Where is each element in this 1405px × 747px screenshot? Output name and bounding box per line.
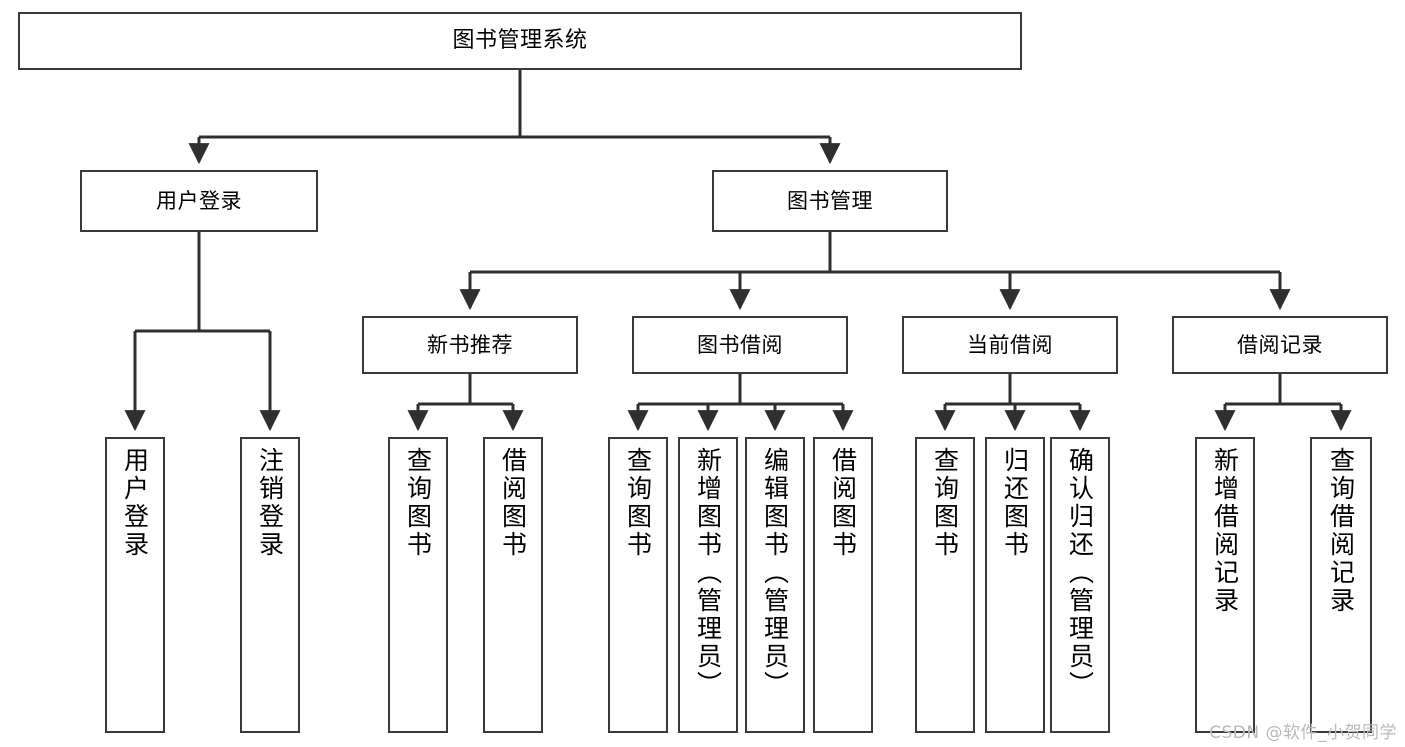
- node-leaf-user-login-label: 用户登录: [120, 447, 150, 559]
- node-leaf-cur-query[interactable]: 查询图书: [915, 437, 975, 733]
- node-leaf-borrow-query-label: 查询图书: [623, 447, 653, 559]
- node-book-manage-label: 图书管理: [787, 188, 873, 213]
- node-leaf-user-logout-label: 注销登录: [255, 447, 285, 559]
- node-book-manage[interactable]: 图书管理: [712, 170, 948, 232]
- node-leaf-rec-add[interactable]: 新增借阅记录: [1195, 437, 1255, 733]
- node-borrow-record[interactable]: 借阅记录: [1172, 316, 1388, 374]
- node-leaf-borrow-add[interactable]: 新增图书（管理员）: [678, 437, 738, 733]
- node-leaf-borrow-lend-label: 借阅图书: [828, 447, 858, 559]
- node-current-borrow-label: 当前借阅: [967, 332, 1053, 357]
- node-leaf-rec-borrow-label: 借阅图书: [498, 447, 528, 559]
- node-leaf-user-logout[interactable]: 注销登录: [240, 437, 300, 733]
- csdn-watermark: CSDN @软件_小贺同学: [1209, 723, 1397, 743]
- node-leaf-rec-add-label: 新增借阅记录: [1210, 447, 1240, 615]
- node-leaf-cur-confirm[interactable]: 确认归还（管理员）: [1050, 437, 1110, 733]
- node-leaf-cur-query-label: 查询图书: [930, 447, 960, 559]
- node-leaf-cur-return-label: 归还图书: [1000, 447, 1030, 559]
- node-book-borrow[interactable]: 图书借阅: [632, 316, 848, 374]
- node-leaf-rec-borrow[interactable]: 借阅图书: [483, 437, 543, 733]
- node-new-book-rec-label: 新书推荐: [427, 332, 513, 357]
- node-leaf-borrow-lend[interactable]: 借阅图书: [813, 437, 873, 733]
- node-borrow-record-label: 借阅记录: [1237, 332, 1323, 357]
- node-leaf-cur-confirm-label: 确认归还（管理员）: [1065, 447, 1095, 699]
- node-leaf-rec-query-label: 查询图书: [403, 447, 433, 559]
- node-user-login[interactable]: 用户登录: [80, 170, 318, 232]
- node-leaf-borrow-add-label: 新增图书（管理员）: [693, 447, 723, 699]
- node-root-label: 图书管理系统: [452, 28, 588, 54]
- node-leaf-user-login[interactable]: 用户登录: [105, 437, 165, 733]
- node-leaf-rec-search[interactable]: 查询借阅记录: [1310, 437, 1372, 733]
- node-leaf-rec-query[interactable]: 查询图书: [388, 437, 448, 733]
- node-leaf-borrow-edit[interactable]: 编辑图书（管理员）: [745, 437, 805, 733]
- node-leaf-rec-search-label: 查询借阅记录: [1326, 447, 1356, 615]
- node-leaf-borrow-edit-label: 编辑图书（管理员）: [760, 447, 790, 699]
- node-current-borrow[interactable]: 当前借阅: [902, 316, 1118, 374]
- node-root[interactable]: 图书管理系统: [18, 12, 1022, 70]
- node-user-login-label: 用户登录: [156, 188, 242, 213]
- node-leaf-borrow-query[interactable]: 查询图书: [608, 437, 668, 733]
- node-book-borrow-label: 图书借阅: [697, 332, 783, 357]
- node-leaf-cur-return[interactable]: 归还图书: [985, 437, 1045, 733]
- node-new-book-rec[interactable]: 新书推荐: [362, 316, 578, 374]
